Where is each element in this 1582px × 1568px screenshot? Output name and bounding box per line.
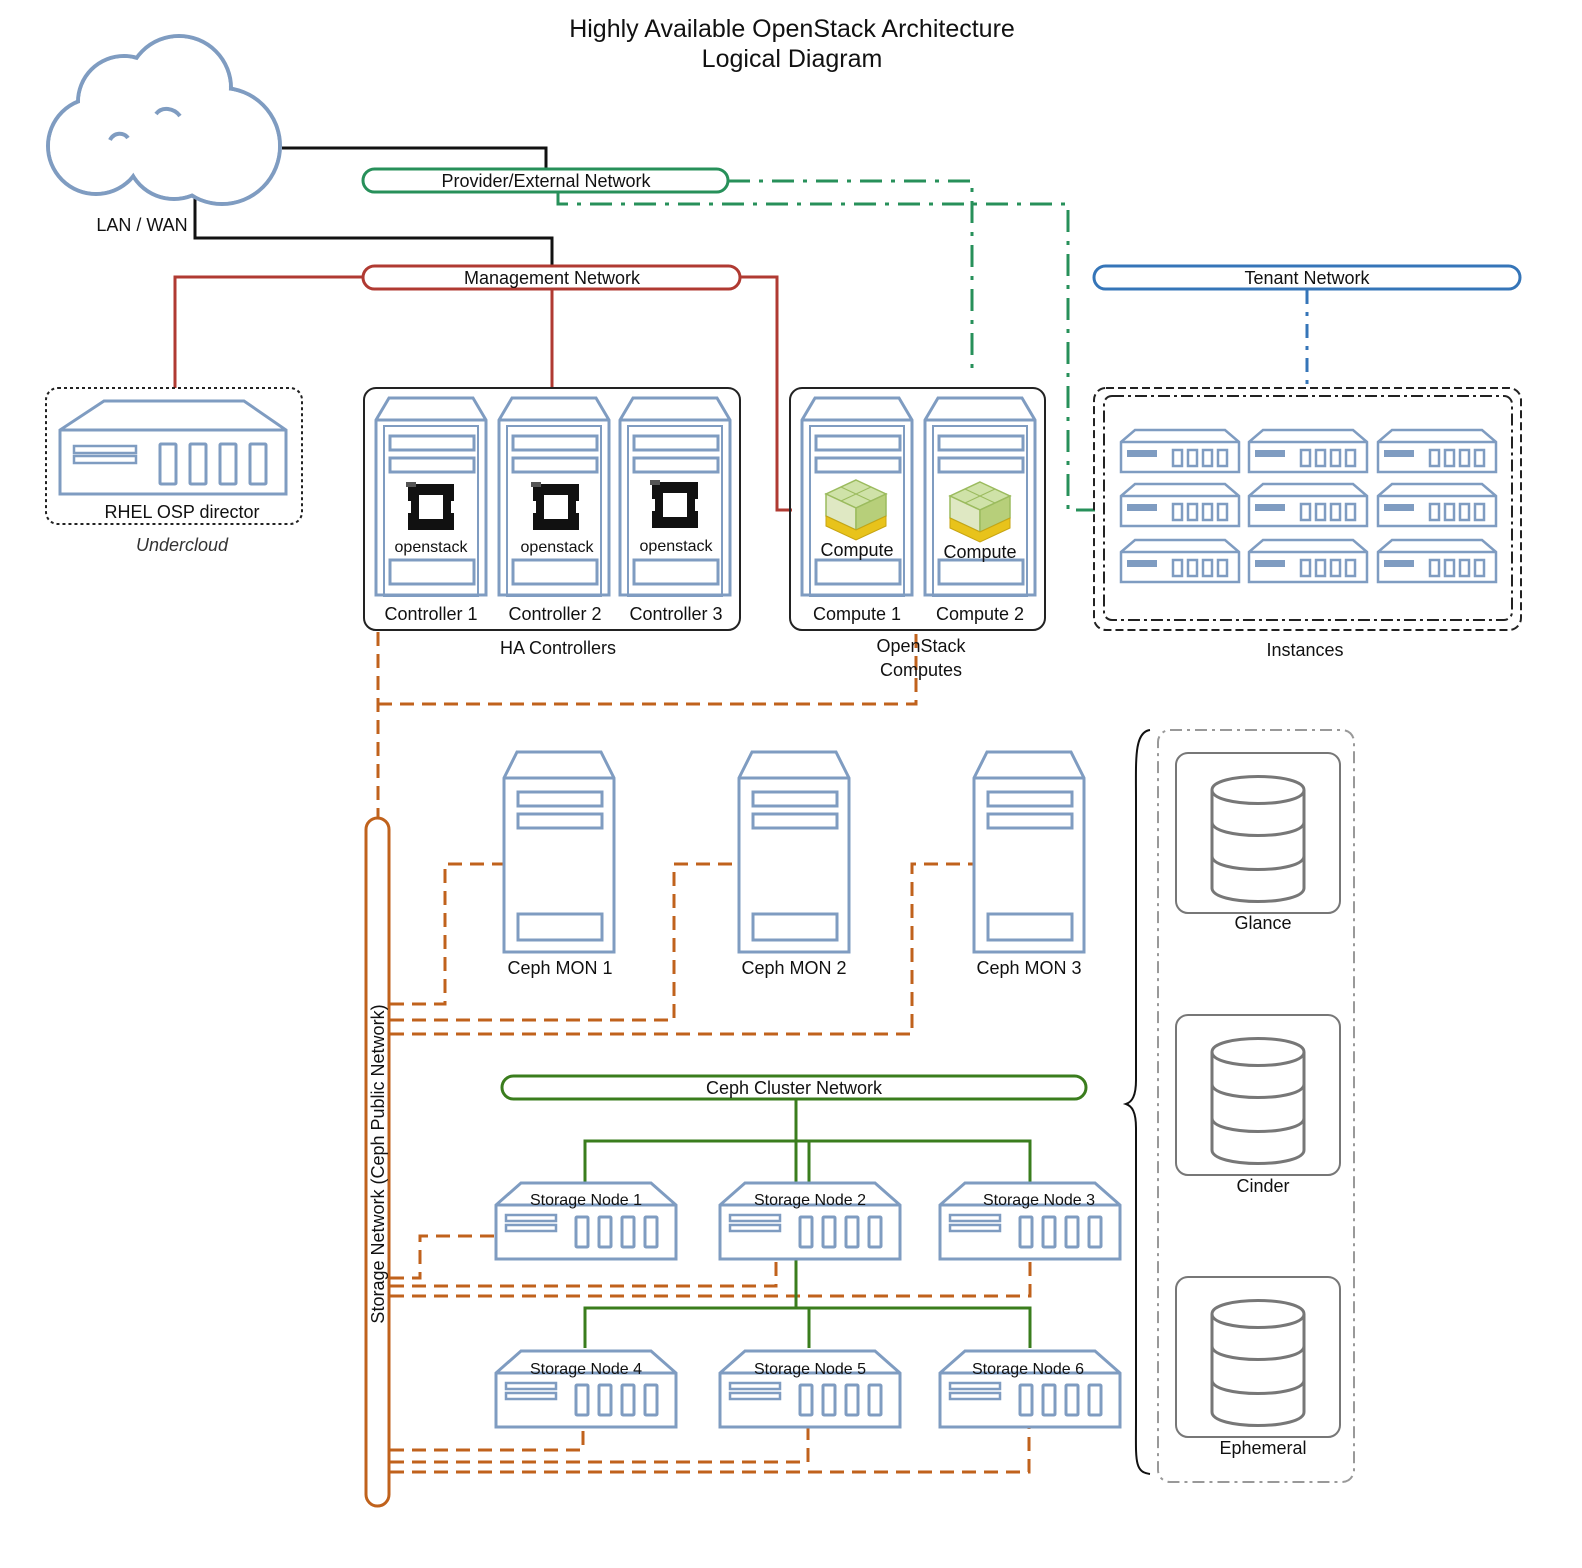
tenant-network-label: Tenant Network xyxy=(1244,268,1370,288)
uplink-lines xyxy=(193,146,554,267)
storage-links xyxy=(376,632,1032,1474)
ceph-mon-label: Ceph MON 3 xyxy=(976,958,1081,978)
controller-label: Controller 2 xyxy=(508,604,601,624)
instance-server-icon xyxy=(1376,538,1498,584)
ephemeral-service: Ephemeral xyxy=(1175,1276,1341,1458)
ha-controllers-group: openstack Controller 1 openstack Control… xyxy=(363,387,741,658)
instance-server-icon xyxy=(1119,428,1241,474)
database-icon xyxy=(1210,775,1306,903)
controller-label: Controller 1 xyxy=(384,604,477,624)
instance-server-icon xyxy=(1376,428,1498,474)
ceph-cluster-network-bar: Ceph Cluster Network xyxy=(500,1074,1088,1101)
ceph-mon-label: Ceph MON 2 xyxy=(741,958,846,978)
ceph-cluster-network-label: Ceph Cluster Network xyxy=(706,1078,883,1098)
storage-node-label: Storage Node 6 xyxy=(972,1361,1084,1378)
provider-links xyxy=(556,179,1095,512)
compute-1: Compute Compute 1 xyxy=(800,396,914,624)
instance-server-icon xyxy=(1119,538,1241,584)
instance-server-icon xyxy=(1376,482,1498,528)
provider-network-bar: Provider/External Network xyxy=(361,167,730,194)
service-label: Cinder xyxy=(1236,1176,1289,1196)
service-label: Glance xyxy=(1234,913,1291,933)
storage-node-2: Storage Node 2 xyxy=(718,1181,902,1261)
cinder-service: Cinder xyxy=(1175,1014,1341,1196)
compute-badge-label: Compute xyxy=(820,540,893,560)
instances-label: Instances xyxy=(1266,640,1343,660)
openstack-logo-text: openstack xyxy=(521,539,595,556)
instances-group: Instances xyxy=(1093,387,1522,660)
storage-node-label: Storage Node 4 xyxy=(530,1361,642,1378)
database-icon xyxy=(1210,1037,1306,1165)
ha-controllers-label: HA Controllers xyxy=(500,638,616,658)
director-label: RHEL OSP director xyxy=(104,502,259,522)
controller-label: Controller 3 xyxy=(629,604,722,624)
computes-group-label-line2: Computes xyxy=(880,660,962,680)
database-icon xyxy=(1210,1299,1306,1427)
director-group: RHEL OSP director Undercloud xyxy=(45,387,303,555)
cloud-label: LAN / WAN xyxy=(96,215,187,235)
controller-2: openstack Controller 2 xyxy=(497,396,611,624)
diagram-title-line1: Highly Available OpenStack Architecture xyxy=(569,15,1015,43)
ceph-mon-1: Ceph MON 1 xyxy=(502,750,616,978)
management-network-bar: Management Network xyxy=(361,264,742,291)
ceph-mon-2: Ceph MON 2 xyxy=(737,750,851,978)
openstack-logo-text: openstack xyxy=(640,538,714,555)
undercloud-label: Undercloud xyxy=(136,535,229,555)
ceph-mon-label: Ceph MON 1 xyxy=(507,958,612,978)
storage-node-5: Storage Node 5 xyxy=(718,1349,902,1429)
storage-services-group xyxy=(1157,729,1355,1483)
management-links xyxy=(173,275,792,512)
provider-network-label: Provider/External Network xyxy=(441,171,651,191)
openstack-logo-text: openstack xyxy=(395,539,469,556)
computes-group: Compute Compute 1 Compute Compute 2 Open… xyxy=(789,387,1046,680)
storage-node-4: Storage Node 4 xyxy=(494,1349,678,1429)
instance-server-icon xyxy=(1119,482,1241,528)
instance-server-icon xyxy=(1247,482,1369,528)
compute-label: Compute 2 xyxy=(936,604,1024,624)
instance-server-icon xyxy=(1247,428,1369,474)
storage-node-label: Storage Node 1 xyxy=(530,1192,642,1209)
storage-node-label: Storage Node 2 xyxy=(754,1192,866,1209)
instance-server-icon xyxy=(1247,538,1369,584)
compute-2: Compute Compute 2 xyxy=(923,396,1037,624)
diagram-title-line2: Logical Diagram xyxy=(702,45,883,73)
storage-node-3: Storage Node 3 xyxy=(938,1181,1122,1261)
storage-node-label: Storage Node 3 xyxy=(983,1192,1095,1209)
controller-3: openstack Controller 3 xyxy=(618,396,732,624)
curly-brace xyxy=(1122,729,1151,1475)
computes-group-label-line1: OpenStack xyxy=(876,636,966,656)
storage-network-bar: Storage Network (Ceph Public Network) xyxy=(364,816,391,1508)
ceph-cluster-links xyxy=(583,1099,1032,1348)
management-network-label: Management Network xyxy=(464,268,641,288)
storage-network-label: Storage Network (Ceph Public Network) xyxy=(368,1004,388,1323)
tenant-network-bar: Tenant Network xyxy=(1092,264,1522,291)
compute-label: Compute 1 xyxy=(813,604,901,624)
ceph-mon-3: Ceph MON 3 xyxy=(972,750,1086,978)
service-label: Ephemeral xyxy=(1219,1438,1306,1458)
compute-badge-label: Compute xyxy=(943,542,1016,562)
director-server-icon xyxy=(58,399,288,496)
storage-node-label: Storage Node 5 xyxy=(754,1361,866,1378)
storage-node-1: Storage Node 1 xyxy=(494,1181,678,1261)
glance-service: Glance xyxy=(1175,752,1341,933)
controller-1: openstack Controller 1 xyxy=(374,396,488,624)
storage-node-6: Storage Node 6 xyxy=(938,1349,1122,1429)
